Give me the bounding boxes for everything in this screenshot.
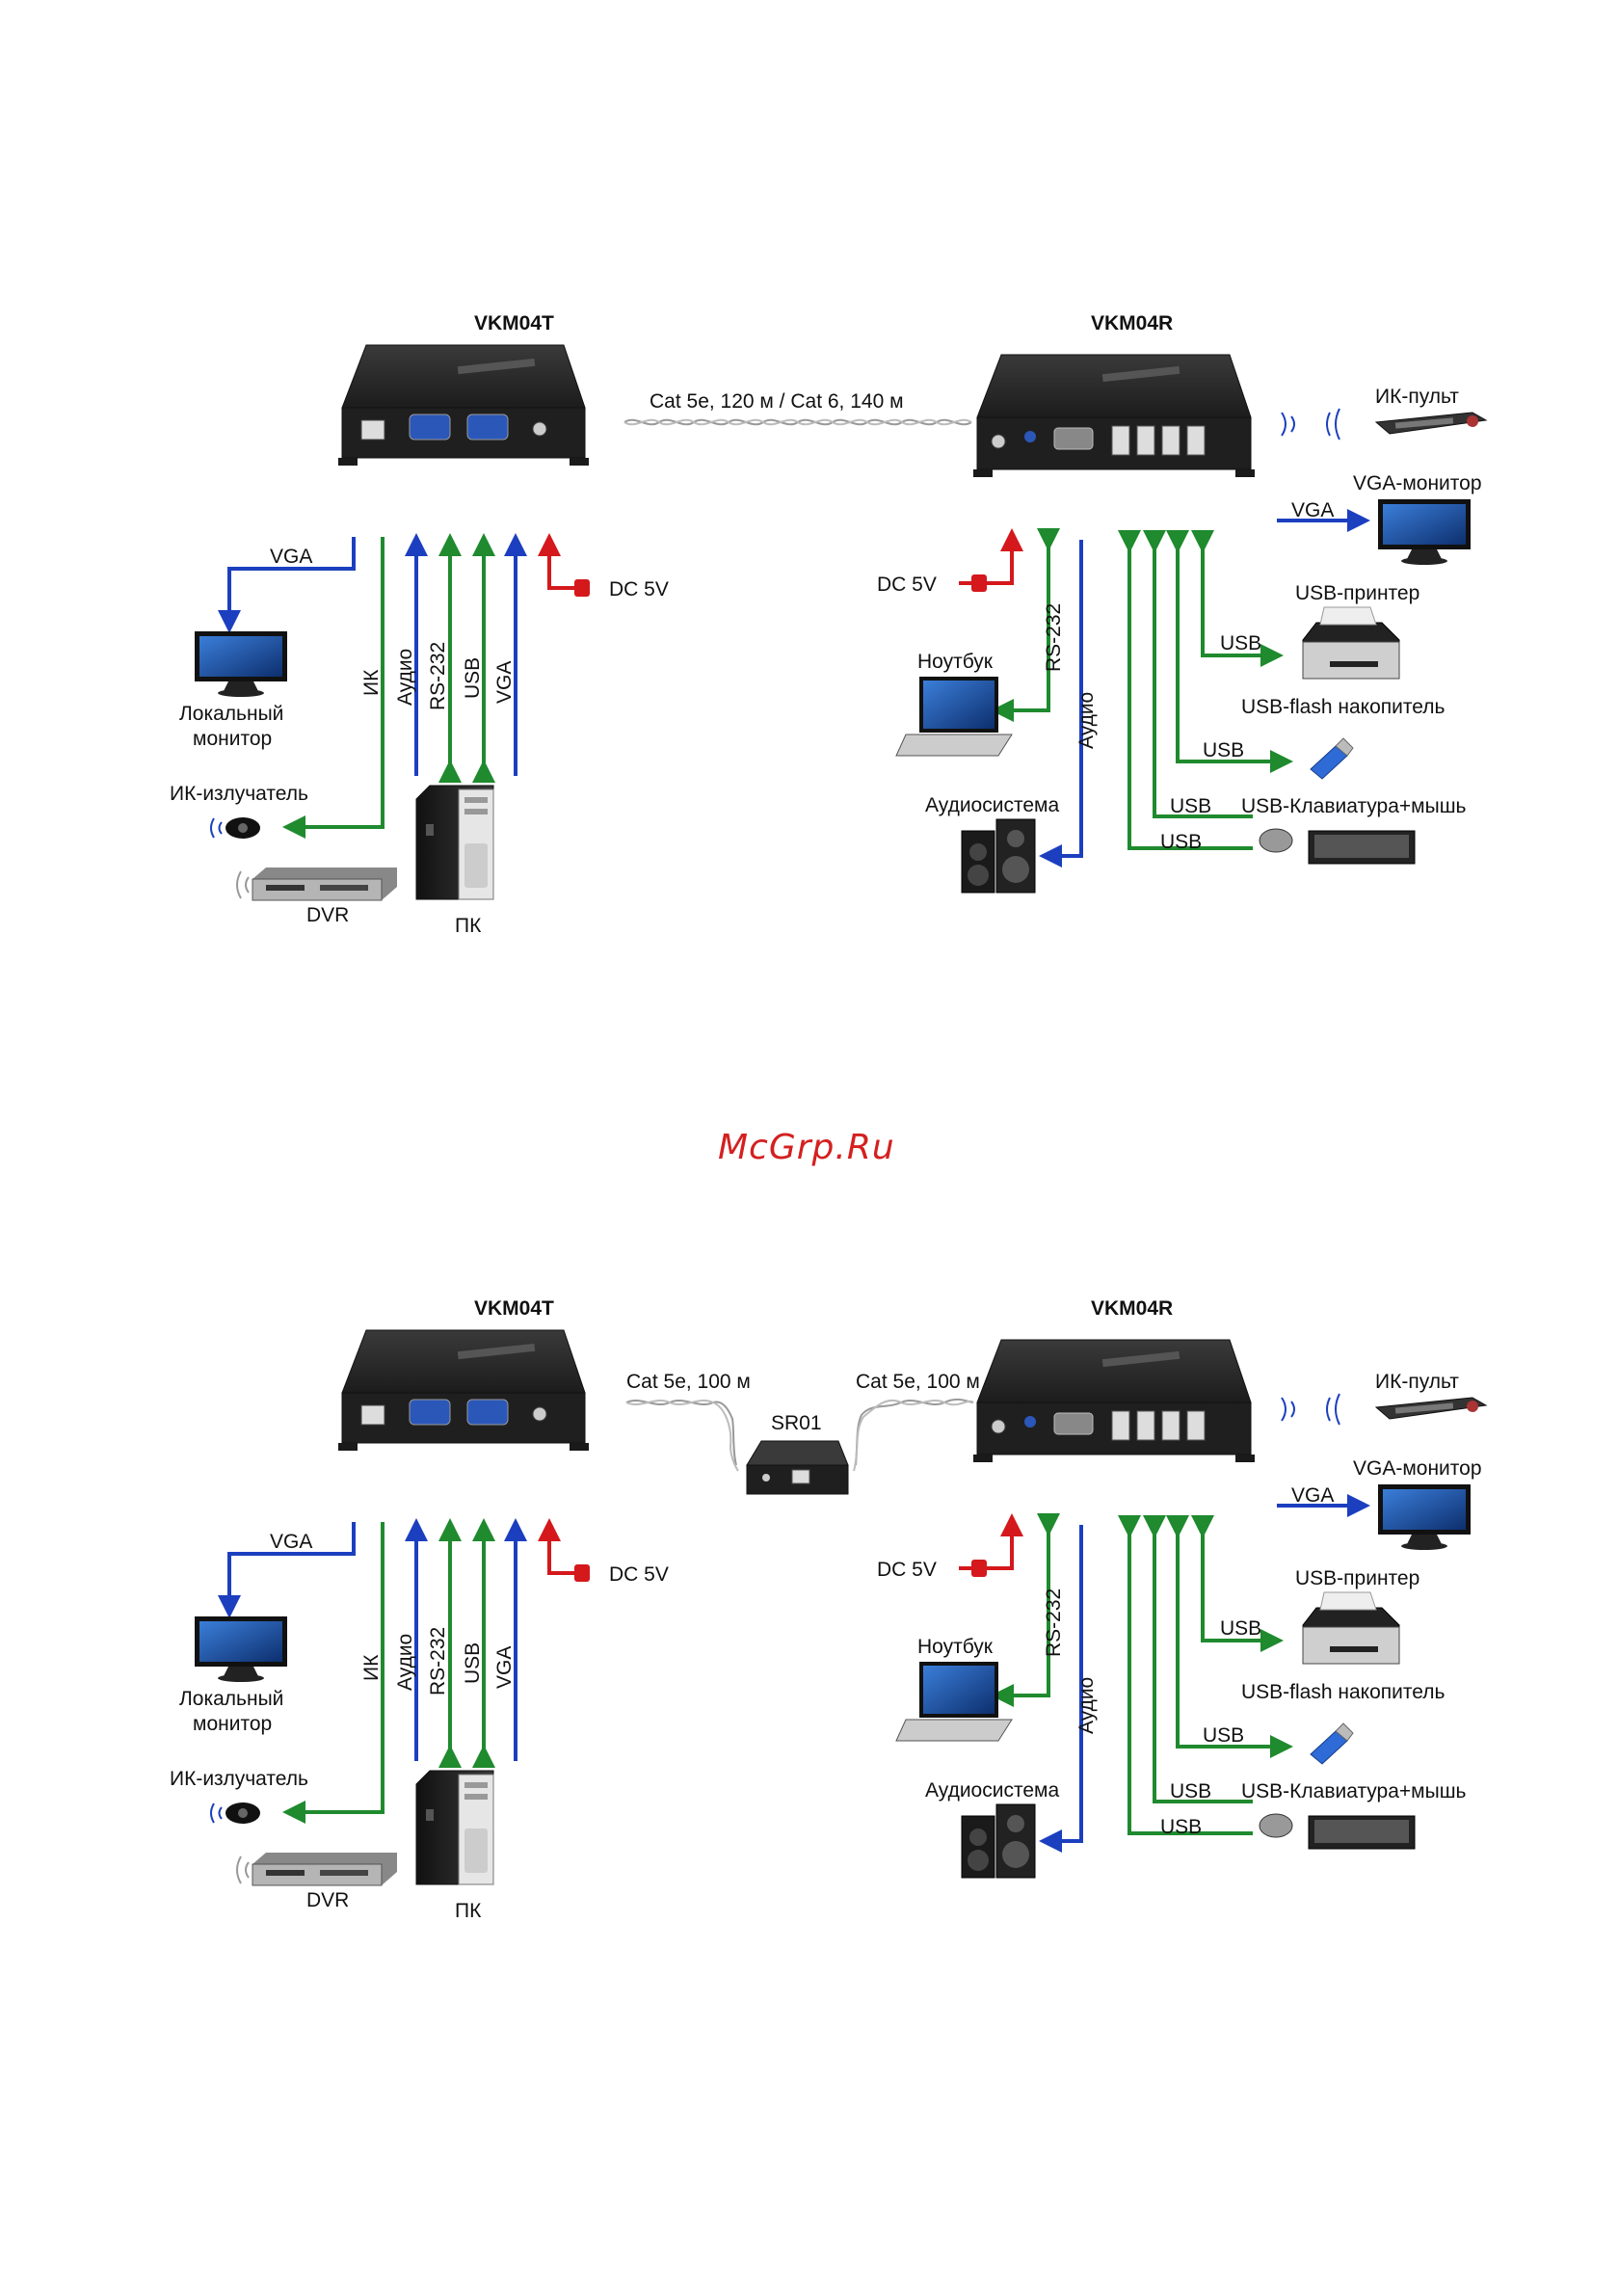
usb-kbd-label-2: USB-Клавиатура+мышь xyxy=(1241,1780,1467,1802)
cable-label: Cat 5e, 120 м / Cat 6, 140 м xyxy=(650,390,904,413)
vga-v-label-2: VGA xyxy=(493,1646,516,1689)
printer-icon xyxy=(1302,606,1400,680)
diagram-1: VKM04T VKM04R Cat 5e, 120 м / Cat 6, 140… xyxy=(170,312,1487,937)
usb-label-2: USB xyxy=(462,1642,484,1684)
dc-label: DC 5V xyxy=(609,578,669,601)
speakers-icon-2 xyxy=(961,1803,1036,1879)
vkm04t-device-2 xyxy=(337,1329,590,1452)
pc-label-2: ПК xyxy=(455,1900,482,1922)
dc-right-label: DC 5V xyxy=(877,574,937,596)
printer-icon-2 xyxy=(1302,1591,1400,1665)
ir-emitter-label-2: ИК-излучатель xyxy=(170,1768,308,1790)
vkm04r-device-2 xyxy=(972,1339,1256,1463)
vga-monitor-label-2: VGA-монитор xyxy=(1353,1457,1482,1480)
rs232-label: RS-232 xyxy=(427,642,449,710)
usb-printer-label: USB-принтер xyxy=(1295,582,1419,604)
usb1-label-2: USB xyxy=(1220,1617,1261,1640)
right-connections xyxy=(959,509,1370,868)
dc-right-label-2: DC 5V xyxy=(877,1559,937,1581)
watermark: McGrp.Ru xyxy=(718,1128,895,1167)
audio-label: Аудио xyxy=(394,649,416,706)
right-connections-2 xyxy=(959,1494,1370,1853)
vga-monitor-icon-2 xyxy=(1378,1484,1471,1550)
notebook-icon-2 xyxy=(895,1661,1013,1742)
dc-label-2: DC 5V xyxy=(609,1563,669,1586)
ir-remote-label: ИК-пульт xyxy=(1375,386,1459,408)
notebook-icon xyxy=(895,676,1013,757)
transmitter-title: VKM04T xyxy=(474,312,554,334)
usb2-label: USB xyxy=(1203,739,1244,761)
left-connections-2 xyxy=(218,1518,590,1824)
flash-icon-2 xyxy=(1310,1722,1354,1765)
ir-emitter-label: ИК-излучатель xyxy=(170,783,308,805)
rs232-right-label-2: RS-232 xyxy=(1043,1589,1065,1657)
ik-label-2: ИК xyxy=(360,1654,383,1681)
cat-cable-2 xyxy=(625,1398,974,1472)
ik-label: ИК xyxy=(360,669,383,696)
ir-remote-label-2: ИК-пульт xyxy=(1375,1371,1459,1393)
local-monitor-label-1-2: Локальный xyxy=(179,1688,283,1710)
usb-kbd-label: USB-Клавиатура+мышь xyxy=(1241,795,1467,817)
audio-right-label: Аудио xyxy=(1075,692,1098,749)
local-monitor-icon xyxy=(195,631,287,697)
usb3-label-2: USB xyxy=(1170,1780,1211,1802)
usb4-label: USB xyxy=(1160,831,1202,853)
pc-icon-2 xyxy=(415,1770,494,1885)
ir-remote-icon-2 xyxy=(1375,1397,1487,1420)
sr01-device xyxy=(746,1440,849,1495)
kbd-mouse-icon xyxy=(1259,828,1416,865)
vga-right-label: VGA xyxy=(1291,499,1334,521)
vga-label: VGA xyxy=(270,546,312,568)
dvr-icon xyxy=(252,867,398,901)
speakers-icon xyxy=(961,818,1036,894)
audiosystem-label: Аудиосистема xyxy=(925,794,1059,816)
usb-flash-label: USB-flash накопитель xyxy=(1241,696,1445,718)
notebook-label-2: Ноутбук xyxy=(917,1636,994,1658)
transmitter-title-2: VKM04T xyxy=(474,1297,554,1320)
ir-emitter-icon-2 xyxy=(210,1802,261,1825)
receiver-title: VKM04R xyxy=(1091,312,1173,334)
usb2-label-2: USB xyxy=(1203,1724,1244,1747)
diagram-2: VKM04T VKM04R Cat 5e, 100 м Cat 5e, 100 … xyxy=(170,1297,1487,1922)
vga-right-label-2: VGA xyxy=(1291,1484,1334,1507)
kbd-mouse-icon-2 xyxy=(1259,1813,1416,1850)
vga-monitor-label: VGA-монитор xyxy=(1353,472,1482,494)
flash-icon xyxy=(1310,737,1354,780)
audio-right-label-2: Аудио xyxy=(1075,1677,1098,1734)
notebook-label: Ноутбук xyxy=(917,651,994,673)
vkm04t-device xyxy=(337,344,590,467)
vga-v-label: VGA xyxy=(493,661,516,704)
cable-label-right: Cat 5e, 100 м xyxy=(856,1371,980,1393)
ir-remote-icon xyxy=(1375,412,1487,435)
pc-icon xyxy=(415,785,494,900)
rs232-label-2: RS-232 xyxy=(427,1627,449,1695)
local-monitor-label-2-2: монитор xyxy=(193,1713,272,1735)
dvr-icon-2 xyxy=(252,1852,398,1886)
cat-cable xyxy=(623,418,972,426)
left-connections xyxy=(218,533,590,839)
repeater-label: SR01 xyxy=(771,1412,822,1434)
dvr-label: DVR xyxy=(306,904,349,926)
ir-emitter-icon xyxy=(210,816,261,840)
local-monitor-icon-2 xyxy=(195,1616,287,1682)
vga-label-2: VGA xyxy=(270,1531,312,1553)
pc-label: ПК xyxy=(455,915,482,937)
local-monitor-label-1: Локальный xyxy=(179,703,283,725)
receiver-title-2: VKM04R xyxy=(1091,1297,1173,1320)
cable-label-left: Cat 5e, 100 м xyxy=(626,1371,751,1393)
usb1-label: USB xyxy=(1220,632,1261,654)
rs232-right-label: RS-232 xyxy=(1043,603,1065,672)
usb3-label: USB xyxy=(1170,795,1211,817)
audiosystem-label-2: Аудиосистема xyxy=(925,1779,1059,1802)
vkm04r-device xyxy=(972,354,1256,478)
audio-label-2: Аудио xyxy=(394,1634,416,1691)
usb-printer-label-2: USB-принтер xyxy=(1295,1567,1419,1589)
usb4-label-2: USB xyxy=(1160,1816,1202,1838)
usb-label: USB xyxy=(462,657,484,699)
local-monitor-label-2: монитор xyxy=(193,728,272,750)
vga-monitor-icon xyxy=(1378,499,1471,565)
usb-flash-label-2: USB-flash накопитель xyxy=(1241,1681,1445,1703)
dvr-label-2: DVR xyxy=(306,1889,349,1911)
